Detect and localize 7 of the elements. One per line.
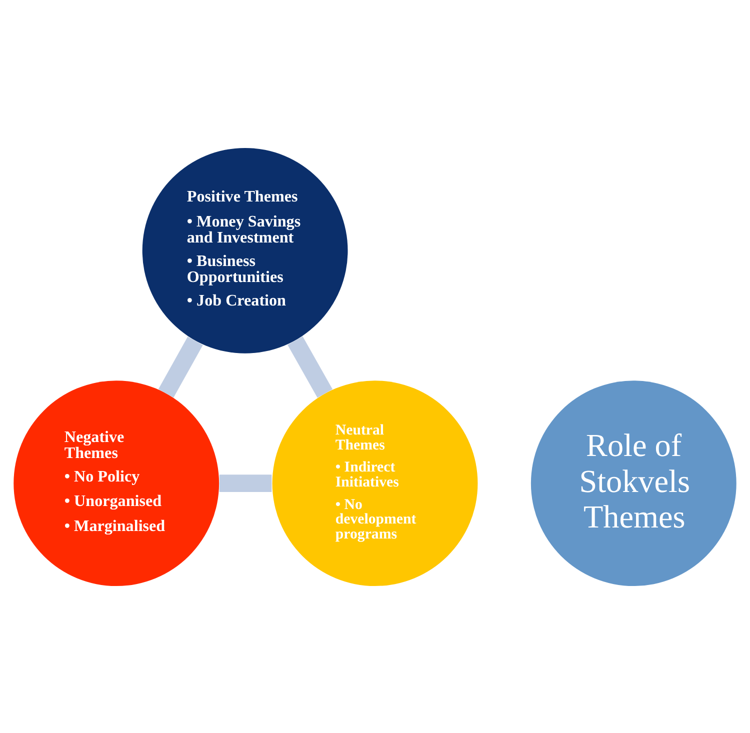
connector xyxy=(158,336,203,398)
connector xyxy=(219,474,272,492)
node-circle: Role of Stokvels Themes xyxy=(530,380,736,586)
node-circle: Neutral Themes • Indirect Initiatives • No development programs xyxy=(272,380,478,586)
connector xyxy=(288,336,333,398)
node-circle: Negative Themes • No Policy • Unorganised • Marginalised xyxy=(14,380,220,586)
node-circle: Positive Themes • Money Savings and Investment • Business Opportunities • Job Creation xyxy=(142,147,348,353)
